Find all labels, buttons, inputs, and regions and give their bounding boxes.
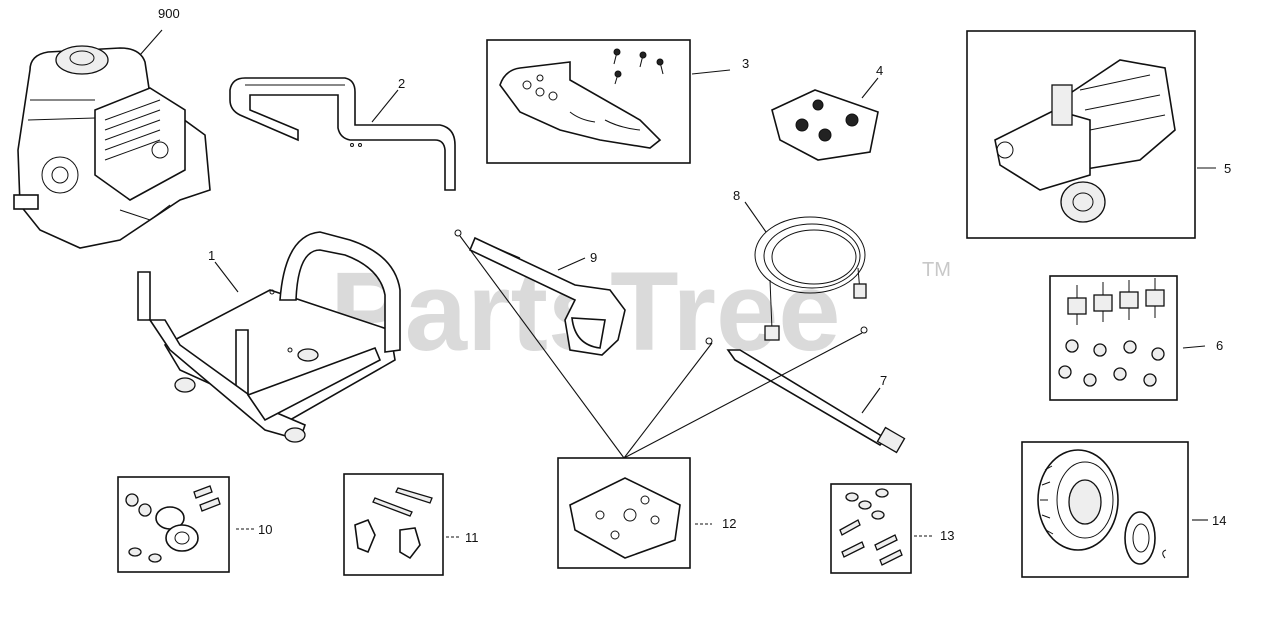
- callout-5[interactable]: 5: [1224, 161, 1231, 176]
- hose-coil-illustration[interactable]: [754, 216, 868, 341]
- part-13-box: [830, 483, 912, 574]
- bracket-illustration[interactable]: [499, 48, 664, 149]
- leader-1: [214, 261, 239, 293]
- callout-13[interactable]: 13: [940, 528, 954, 543]
- fitting-bag-illustration[interactable]: [771, 89, 879, 161]
- hardware-set-illustration[interactable]: [1058, 278, 1165, 387]
- leader-3: [691, 69, 731, 75]
- leader-900: [139, 29, 163, 56]
- trademark-mark: TM: [922, 259, 951, 281]
- part-14-box: [1021, 441, 1189, 578]
- callout-9[interactable]: 9: [590, 250, 597, 265]
- fastener-kit-illustration[interactable]: [354, 487, 433, 560]
- spray-gun-illustration[interactable]: [454, 229, 626, 356]
- leader-2: [371, 89, 399, 123]
- screw-kit-illustration[interactable]: [839, 488, 903, 566]
- callout-3[interactable]: 3: [742, 56, 749, 71]
- callout-2[interactable]: 2: [398, 76, 405, 91]
- leader-8: [744, 201, 767, 233]
- leader-6: [1182, 345, 1206, 349]
- nozzle-tips-illustration[interactable]: [569, 477, 681, 559]
- engine-illustration[interactable]: [13, 45, 211, 249]
- callout-12[interactable]: 12: [722, 516, 736, 531]
- callout-1[interactable]: 1: [208, 248, 215, 263]
- callout-8[interactable]: 8: [733, 188, 740, 203]
- part-5-box: [966, 30, 1196, 239]
- leader-7: [861, 387, 881, 414]
- part-3-box: [486, 39, 691, 164]
- wheel-hardware-illustration[interactable]: [125, 485, 221, 563]
- frame-illustration[interactable]: [137, 231, 401, 443]
- callout-7[interactable]: 7: [880, 373, 887, 388]
- screw-icon: [613, 48, 664, 85]
- connection-lines: [459, 235, 863, 459]
- wand-illustration[interactable]: [705, 337, 906, 454]
- wheel-illustration[interactable]: [1037, 449, 1167, 565]
- leader-9: [557, 257, 586, 271]
- handle-illustration[interactable]: [229, 77, 456, 191]
- part-6-box: [1049, 275, 1178, 401]
- part-10-box: [117, 476, 230, 573]
- nut-icon: [1058, 339, 1165, 387]
- part-11-box: [343, 473, 444, 576]
- callout-14[interactable]: 14: [1212, 513, 1226, 528]
- callout-4[interactable]: 4: [876, 63, 883, 78]
- callout-11[interactable]: 11: [465, 530, 479, 545]
- callout-6[interactable]: 6: [1216, 338, 1223, 353]
- callout-10[interactable]: 10: [258, 522, 272, 537]
- stud-icon: [1067, 278, 1165, 325]
- pump-illustration[interactable]: [994, 59, 1176, 223]
- leader-4: [861, 77, 879, 99]
- callout-900[interactable]: 900: [158, 6, 180, 21]
